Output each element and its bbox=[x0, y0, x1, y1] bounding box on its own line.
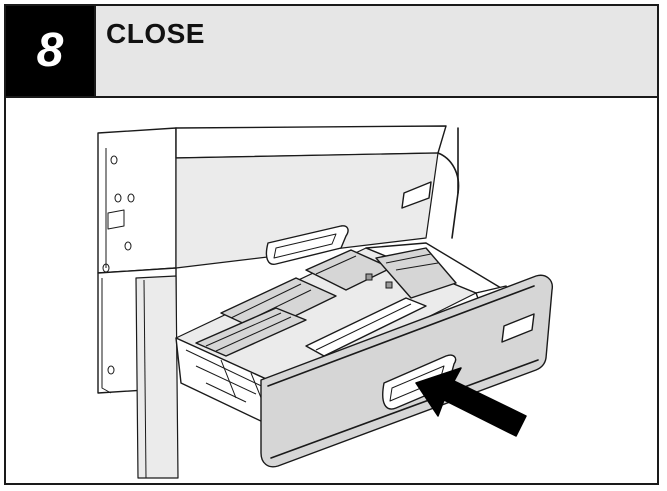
instruction-panel: 8 CLOSE bbox=[4, 4, 659, 485]
push-arrow-icon bbox=[415, 367, 527, 437]
printer-body bbox=[97, 125, 460, 479]
step-header: 8 CLOSE bbox=[6, 6, 657, 98]
step-number: 8 bbox=[6, 6, 96, 96]
step-title: CLOSE bbox=[106, 18, 205, 49]
drawer-illustration bbox=[6, 98, 657, 483]
printer-drawer-drawing bbox=[97, 125, 553, 479]
paper-drawer bbox=[175, 242, 527, 434]
